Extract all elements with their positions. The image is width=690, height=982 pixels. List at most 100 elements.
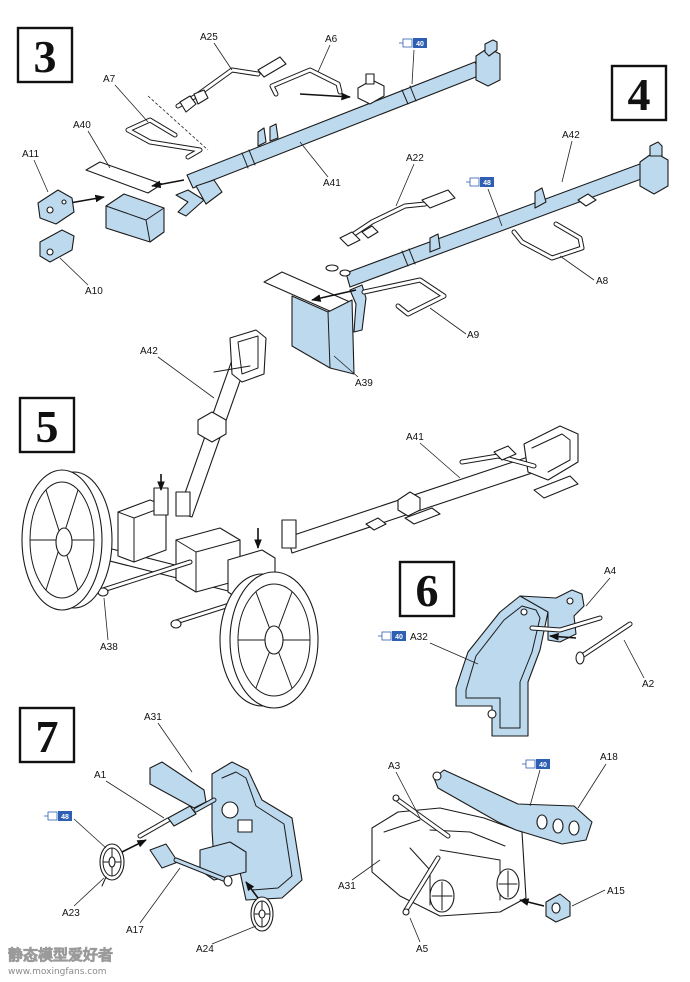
part-a4-lever — [529, 615, 603, 633]
part-a17-shaft — [149, 843, 233, 887]
pivot-block — [237, 819, 253, 833]
arrow-icon — [121, 839, 147, 853]
arrow-icon — [549, 632, 577, 641]
part-label: A39 — [355, 378, 373, 389]
step-number: 5 — [36, 401, 59, 452]
part-label: A1 — [94, 770, 107, 781]
part-label: A41 — [406, 432, 424, 443]
part-label: A24 — [196, 944, 214, 955]
part-label: A42 — [140, 346, 158, 357]
right-wheel — [219, 571, 319, 709]
shield-block-edges — [105, 205, 165, 243]
part-label: A5 — [416, 944, 429, 955]
arrow-icon — [151, 179, 185, 189]
step-6: 6 40 A4 A32 A2 — [378, 560, 655, 737]
part-label: A7 — [103, 74, 116, 85]
step-number: 3 — [34, 31, 57, 82]
hub — [264, 625, 284, 655]
part-a22-handle — [339, 189, 456, 247]
part-label: A8 — [596, 276, 609, 287]
tube-clip — [534, 187, 547, 209]
part-a18-arm — [432, 769, 593, 845]
step-number: 6 — [416, 565, 439, 616]
part-label: A32 — [410, 632, 428, 643]
handwheel-icon — [99, 843, 125, 887]
step-4-box: 4 — [610, 64, 668, 122]
part-a6-bracket — [269, 67, 343, 97]
bracket-arm — [149, 761, 207, 809]
part-label: A31 — [338, 881, 356, 892]
part-label: A11 — [22, 149, 39, 160]
handwheel-icon — [496, 868, 520, 900]
part-label: A41 — [323, 178, 341, 189]
tube-end-post — [649, 141, 663, 157]
step-4: 4 — [263, 64, 669, 389]
part-a9-loop — [361, 277, 447, 317]
tube-end-bracket — [639, 151, 669, 195]
watermark: 静态模型爱好者 www.moxingfans.com — [8, 946, 114, 977]
spade-plate — [175, 189, 205, 217]
tube-collars — [241, 85, 417, 169]
paint-chip-icon: 48 — [44, 811, 72, 821]
alignment-line — [147, 95, 209, 151]
part-a7-loop — [125, 117, 203, 160]
trail-clip — [397, 491, 421, 517]
step-6-labels: A4 A32 A2 — [410, 566, 655, 690]
left-wheel — [21, 469, 113, 611]
carriage-post — [153, 487, 169, 516]
part-a8-loop — [511, 221, 585, 261]
step-5: 5 — [18, 329, 579, 709]
part-a15-cap — [545, 893, 571, 923]
step-3-box: 3 — [16, 26, 74, 84]
part-a25-handle — [175, 56, 287, 113]
part-a10-bracket — [39, 229, 75, 263]
part-label: A42 — [562, 130, 580, 141]
tube-clip — [269, 123, 279, 142]
step-4-labels: A42 A22 A8 A9 A39 — [333, 130, 609, 389]
step-5-labels: A42 A41 A38 — [100, 346, 461, 653]
part-label: A23 — [62, 908, 80, 919]
shield-block — [105, 193, 165, 243]
paint-code: 48 — [61, 814, 69, 821]
part-label: A10 — [85, 286, 103, 297]
handwheel-icon — [250, 896, 274, 932]
cradle — [371, 807, 527, 917]
part-a11-bracket — [37, 189, 75, 225]
part-label: A31 — [144, 712, 162, 723]
trail-handle — [459, 445, 537, 469]
paint-chip-icon: 40 — [378, 631, 406, 641]
step-6-box: 6 — [398, 560, 456, 618]
tube-clip — [429, 233, 441, 253]
arrow-icon — [299, 92, 351, 101]
paint-chip-icon: 40 — [399, 38, 427, 48]
part-label: A9 — [467, 330, 480, 341]
step-3: 3 — [16, 26, 501, 297]
carriage-post — [281, 519, 297, 549]
step-number: 7 — [36, 711, 59, 762]
spade-plate — [349, 284, 367, 333]
part-label: A6 — [325, 34, 338, 45]
trail-spade-base — [533, 475, 579, 499]
tube-clip — [257, 127, 267, 147]
watermark-text: 静态模型爱好者 — [8, 946, 113, 964]
paint-chip-icon: 48 — [466, 177, 494, 187]
part-a32-bracket — [455, 595, 549, 737]
arrow-icon — [519, 898, 545, 907]
part-label: A40 — [73, 120, 91, 131]
trail-clip — [197, 411, 227, 443]
paint-code: 40 — [416, 41, 424, 48]
part-a40-plate — [85, 161, 163, 194]
tube-clip — [577, 193, 597, 207]
paint-code: 48 — [483, 180, 491, 187]
handwheel-icon — [429, 879, 455, 913]
carriage-post — [175, 491, 191, 517]
part-label: A17 — [126, 925, 144, 936]
part-a3-rod — [392, 794, 451, 839]
part-a42-tube — [345, 160, 653, 288]
paint-code: 40 — [395, 634, 403, 641]
part-label: A18 — [600, 752, 618, 763]
watermark-url: www.moxingfans.com — [8, 967, 107, 977]
paint-code: 40 — [539, 762, 547, 769]
tube-end-post — [484, 39, 498, 57]
